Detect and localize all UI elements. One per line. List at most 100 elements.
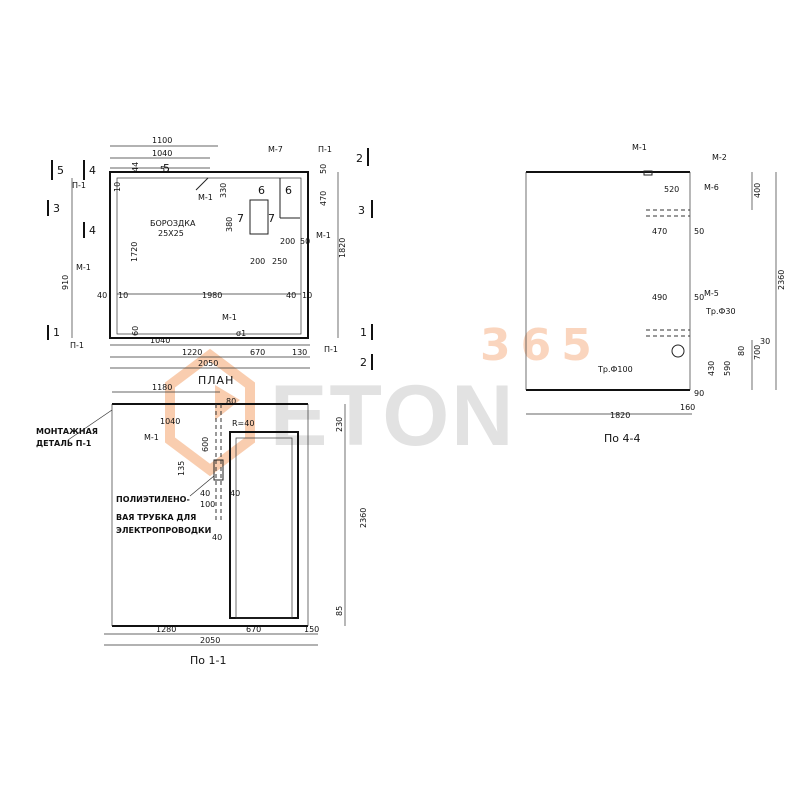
dim-label: 600: [201, 437, 210, 452]
note-detal: ДЕТАЛЬ П-1: [36, 439, 92, 448]
plan-outer-wall: [109, 171, 309, 339]
dim-label: 380: [225, 217, 234, 232]
dim-label: 150: [304, 625, 319, 634]
part-label: П-1: [70, 341, 84, 350]
dim-label: 30: [760, 337, 770, 346]
elevation-title: По 4-4: [604, 432, 640, 445]
part-label: М-6: [704, 183, 719, 192]
part-label: М-1: [144, 433, 159, 442]
dim-label: 2050: [198, 359, 218, 368]
section-1-1-view: 1180 1040 80 R=40 600 135 40 100 40 40 2…: [36, 383, 368, 667]
part-label: М-1: [316, 231, 331, 240]
watermark-hexagon-icon: [165, 348, 255, 477]
dim-label: 10: [302, 291, 312, 300]
part-label: П-1: [72, 181, 86, 190]
plan-title: ПЛАН: [198, 374, 234, 387]
section-1-1-title: По 1-1: [190, 654, 226, 667]
dim-label: 50: [300, 237, 310, 246]
dim-label: 2360: [777, 270, 786, 290]
dim-label: 40: [286, 291, 296, 300]
elevation-4-4-view: 400 520 470 50 490 50 2360 30 430 590 80…: [525, 143, 786, 445]
dim-label: 910: [61, 275, 70, 290]
dim-label: 5: [160, 165, 165, 174]
section-number: 1: [53, 326, 60, 339]
dim-label: 1220: [182, 348, 202, 357]
opening-label: σ1: [236, 329, 246, 338]
watermark-brand: ETON: [270, 368, 515, 464]
dim-label: 40: [212, 533, 222, 542]
dim-label: 160: [680, 403, 695, 412]
dim-label: 50: [694, 227, 704, 236]
dim-label: 44: [131, 162, 140, 172]
dim-label: 330: [219, 183, 228, 198]
dim-label: 2050: [200, 636, 220, 645]
leader-line: [67, 409, 113, 441]
dim-label: 430: [707, 361, 716, 376]
dim-label: 590: [723, 361, 732, 376]
dim-label: 200: [280, 237, 295, 246]
dim-label: 130: [292, 348, 307, 357]
part-label: М-1: [222, 313, 237, 322]
note-tube-3: ЭЛЕКТРОПРОВОДКИ: [116, 526, 211, 535]
plan-inner-wall: [116, 177, 302, 335]
dim-label: 670: [250, 348, 265, 357]
room-number: 7: [268, 212, 275, 225]
part-label: П-1: [318, 145, 332, 154]
part-label: М-1: [76, 263, 91, 272]
pipe-opening-icon: [671, 344, 685, 358]
room-number: 6: [285, 184, 292, 197]
dim-label: 1180: [152, 383, 172, 392]
part-label: М-5: [704, 289, 719, 298]
dim-label: 400: [753, 183, 762, 198]
dim-label: 470: [652, 227, 667, 236]
junction-box: [213, 459, 224, 481]
watermark: 365 ETON: [165, 320, 592, 477]
note-tube-1: ПОЛИЭТИЛЕНО-: [116, 495, 190, 504]
note-tube-2: ВАЯ ТРУБКА ДЛЯ: [116, 513, 196, 522]
plan-view: 1100 1040 5 1980 40 10 10 40 1040 1220 6…: [47, 136, 373, 387]
embed-plate: [643, 170, 653, 176]
dim-label: 60: [131, 326, 140, 336]
dim-label: 200: [250, 257, 265, 266]
section-number: 3: [358, 204, 365, 217]
dim-label: 490: [652, 293, 667, 302]
dim-label: 1100: [152, 136, 172, 145]
part-label: М-1: [632, 143, 647, 152]
dim-label: 700: [753, 345, 762, 360]
dim-label: 40: [230, 489, 240, 498]
dim-label: 40: [97, 291, 107, 300]
dim-label: 80: [226, 397, 236, 406]
part-label: М-1: [198, 193, 213, 202]
plan-duct: [249, 199, 269, 235]
section-number: 5: [57, 164, 64, 177]
hole-label: БОРОЗДКА: [150, 219, 196, 228]
dim-label: 10: [118, 291, 128, 300]
dim-label: 40: [200, 489, 210, 498]
part-label: П-1: [324, 345, 338, 354]
dim-label: 10: [113, 182, 122, 192]
section-number: 2: [356, 152, 363, 165]
dim-label: 50: [694, 293, 704, 302]
plan-anchor: [195, 177, 209, 191]
section-number: 1: [360, 326, 367, 339]
dim-label: 670: [246, 625, 261, 634]
dim-label: 1820: [610, 411, 630, 420]
leader-line: [189, 475, 215, 497]
pipe-label: Тр.Ф100: [597, 365, 633, 374]
dim-label: 520: [664, 185, 679, 194]
part-label: М-7: [268, 145, 283, 154]
section-number: 3: [53, 202, 60, 215]
dim-label: 2360: [359, 508, 368, 528]
section-number: 5: [163, 162, 170, 175]
dim-label: 1280: [156, 625, 176, 634]
dim-label: 90: [694, 389, 704, 398]
dim-label: R=40: [232, 419, 254, 428]
section-number: 4: [89, 224, 96, 237]
dim-label: 85: [335, 606, 344, 616]
dim-label: 1720: [130, 242, 139, 262]
dim-label: 135: [177, 461, 186, 476]
pipe-label: Тр.Ф30: [705, 307, 736, 316]
dim-label: 1040: [160, 417, 180, 426]
section-number: 4: [89, 164, 96, 177]
